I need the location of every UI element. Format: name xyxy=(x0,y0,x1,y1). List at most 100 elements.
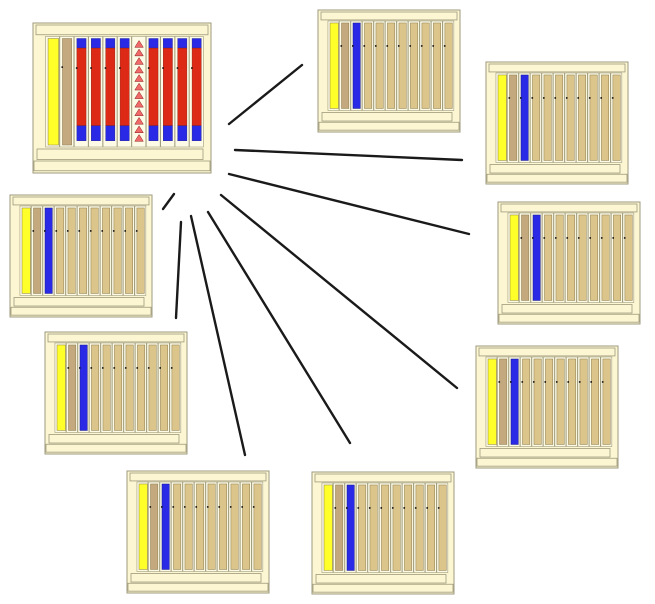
slot-marker xyxy=(386,45,389,47)
card-tan-light xyxy=(148,344,157,431)
slot-marker xyxy=(191,67,193,69)
rack-slot xyxy=(189,36,204,148)
card-tan-light xyxy=(567,214,576,301)
warning-triangle-icon xyxy=(134,40,144,48)
card-tan-light xyxy=(79,207,88,294)
card-tan xyxy=(521,214,530,301)
rack-bottom-rail xyxy=(321,112,453,122)
rack-slot xyxy=(436,482,449,573)
card-tan-light xyxy=(433,22,442,109)
slot-marker xyxy=(149,506,152,508)
rack-slot xyxy=(576,212,589,303)
slot-marker xyxy=(124,367,127,369)
slot-marker xyxy=(577,237,580,239)
slot-marker xyxy=(172,506,175,508)
rack-slot xyxy=(169,342,182,433)
card-tan xyxy=(341,22,350,109)
slot-marker xyxy=(544,381,547,383)
rack-slot xyxy=(402,482,414,573)
card-tan-light xyxy=(230,483,239,570)
rack-slot xyxy=(600,356,613,447)
connector-line-1 xyxy=(227,63,304,126)
rack-slot xyxy=(77,342,90,433)
rack-slot xyxy=(507,212,520,303)
slot-marker xyxy=(409,45,412,47)
card-blue-top xyxy=(177,38,188,49)
card-tan-light xyxy=(578,74,587,161)
card-tan-light xyxy=(91,344,100,431)
rack-variant-5 xyxy=(9,194,153,318)
connector-line-2 xyxy=(233,148,464,162)
rack-slot xyxy=(174,36,190,148)
rack-slot xyxy=(385,20,397,111)
card-blue-top xyxy=(91,38,101,49)
card-yellow xyxy=(487,358,497,445)
rack-slot xyxy=(576,72,588,163)
rack-slot xyxy=(88,205,101,296)
connector-line-6 xyxy=(174,220,183,320)
slot-marker xyxy=(567,381,570,383)
card-tan-light xyxy=(522,358,531,445)
card-blue xyxy=(346,484,355,571)
rack-slot xyxy=(217,481,229,572)
card-blue-bottom xyxy=(76,125,87,141)
slot-marker xyxy=(531,237,534,239)
rack-slot xyxy=(321,482,334,573)
rack-variant-6 xyxy=(44,331,188,455)
warning-triangle-icon xyxy=(134,48,144,57)
rack-slot xyxy=(530,212,543,303)
slot-marker xyxy=(241,506,244,508)
rack-top-rail xyxy=(129,472,267,482)
rack-slot xyxy=(362,20,374,111)
card-red xyxy=(76,47,87,127)
rack-slot xyxy=(520,356,532,447)
card-tan-light xyxy=(601,74,610,161)
rack-slot xyxy=(610,72,623,163)
card-tan-light xyxy=(556,358,565,445)
card-tan-light xyxy=(375,22,384,109)
card-yellow xyxy=(497,74,507,161)
card-tan xyxy=(499,358,508,445)
rack-slot xyxy=(565,212,577,303)
slot-marker xyxy=(206,506,209,508)
slot-marker xyxy=(520,237,523,239)
warning-triangle-icon xyxy=(134,57,144,65)
warning-triangle-icon xyxy=(134,125,144,133)
rack-top-rail xyxy=(478,347,616,357)
rack-bottom-rail xyxy=(479,448,611,458)
rack-variant-1 xyxy=(317,9,461,133)
rack-slot xyxy=(519,212,531,303)
card-tan-light xyxy=(114,344,123,431)
card-blue xyxy=(161,483,170,570)
rack-top-rail xyxy=(320,11,458,21)
rack-slot xyxy=(89,342,101,433)
card-tan xyxy=(68,344,77,431)
card-tan-light xyxy=(364,22,373,109)
card-blue-top xyxy=(191,38,202,49)
rack-slot xyxy=(390,482,403,573)
card-tan-light xyxy=(566,74,575,161)
slot-marker xyxy=(611,97,614,99)
rack-slot xyxy=(136,481,149,572)
card-red xyxy=(148,47,159,127)
card-tan-light xyxy=(113,207,122,294)
card-tan xyxy=(33,207,42,294)
card-tan-light xyxy=(196,483,205,570)
rack-base-rail xyxy=(318,121,460,131)
card-tan-light xyxy=(578,214,587,301)
card-blue-bottom xyxy=(148,125,159,141)
slot-marker xyxy=(61,66,64,68)
rack-bottom-rail xyxy=(130,573,262,583)
warning-triangle-icon xyxy=(134,99,144,108)
slot-marker xyxy=(368,507,371,509)
card-tan-light xyxy=(125,344,134,431)
rack-slot xyxy=(194,481,206,572)
slot-marker xyxy=(508,97,511,99)
rack-slot xyxy=(396,20,409,111)
rack-slot xyxy=(344,482,357,573)
card-tan-light xyxy=(387,22,396,109)
card-tan-light xyxy=(438,484,447,571)
slot-marker xyxy=(578,381,581,383)
rack-variant-7 xyxy=(126,470,270,594)
rack-slot xyxy=(589,356,601,447)
